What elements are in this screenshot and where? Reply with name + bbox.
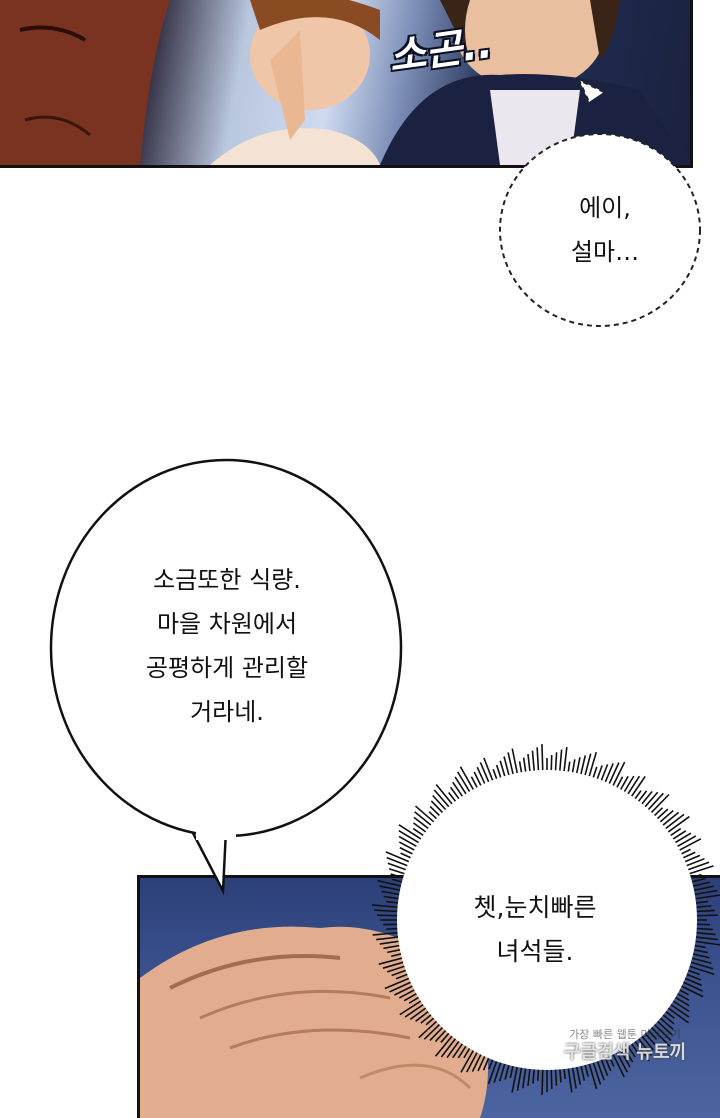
speech-bubble: 소금또한 식량. 마을 차원에서 공평하게 관리할 거라네. <box>96 556 358 736</box>
burst-bubble: 쳇,눈치빠른 녀석들. <box>430 880 640 980</box>
head-top <box>140 926 488 1118</box>
speech-line-2: 마을 차원에서 <box>156 610 298 638</box>
speech-line-1: 소금또한 식량. <box>153 566 301 594</box>
girl-hair <box>250 0 380 40</box>
top-panel: 소곤.. <box>0 0 693 168</box>
dashed-bubble: 에이, 설마… <box>520 180 690 280</box>
watermark-line-1: 가장 빠른 웹툰 미리보기 <box>569 1028 681 1041</box>
girl-hand <box>270 30 305 140</box>
boy-face <box>455 0 605 90</box>
speech-line-3: 공평하게 관리할 <box>145 654 309 682</box>
speech-line-4: 거라네. <box>190 698 264 726</box>
dashed-bubble-line-2: 설마… <box>570 238 640 266</box>
bottom-panel-art <box>140 926 488 1118</box>
watermark-line-2: 구글검색 뉴토끼 <box>563 1042 687 1063</box>
burst-line-1: 쳇,눈치빠른 <box>473 893 597 922</box>
burst-bubble-shape <box>372 744 720 1095</box>
left-man-face <box>0 0 170 165</box>
speech-bubble-shape <box>49 458 403 896</box>
watermark: 가장 빠른 웹툰 미리보기 구글검색 뉴토끼 <box>540 1028 710 1064</box>
dashed-bubble-shape <box>499 77 701 327</box>
burst-line-2: 녀석들. <box>496 937 574 966</box>
dashed-bubble-line-1: 에이, <box>579 194 631 222</box>
